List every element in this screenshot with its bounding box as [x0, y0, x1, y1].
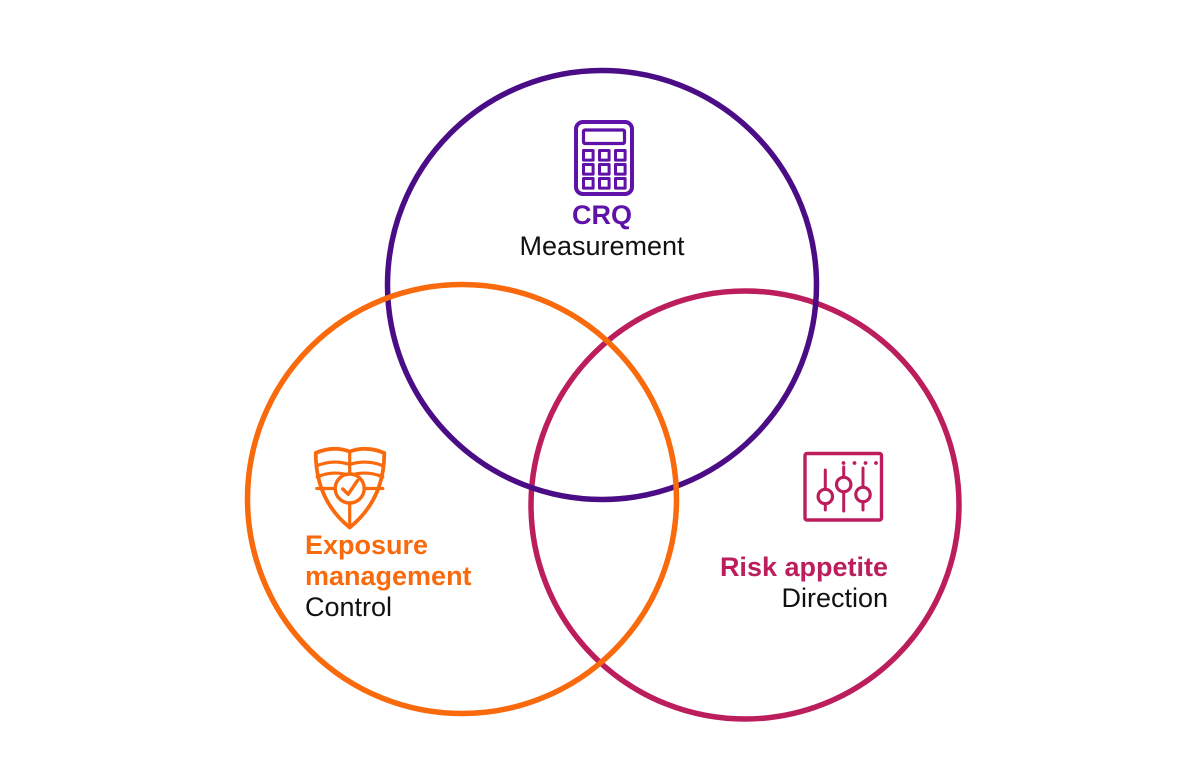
exposure-circle	[244, 281, 680, 717]
risk-label-block: Risk appetite Direction	[588, 552, 888, 614]
exposure-title: Exposure management	[305, 530, 472, 591]
crq-subtitle: Measurement	[519, 231, 685, 261]
exposure-subtitle: Control	[305, 592, 393, 622]
crq-circle	[384, 67, 820, 503]
sliders-icon	[803, 451, 884, 522]
calculator-icon	[574, 120, 634, 196]
risk-title: Risk appetite	[719, 552, 888, 582]
crq-title: CRQ	[572, 200, 632, 230]
exposure-label-block: Exposure management Control	[305, 530, 497, 623]
crq-label-block: CRQ Measurement	[452, 200, 752, 262]
risk-subtitle: Direction	[781, 583, 888, 613]
shield-check-icon	[313, 446, 387, 530]
sliders-icon-dots	[841, 461, 878, 465]
risk-appetite-circle	[528, 288, 962, 722]
